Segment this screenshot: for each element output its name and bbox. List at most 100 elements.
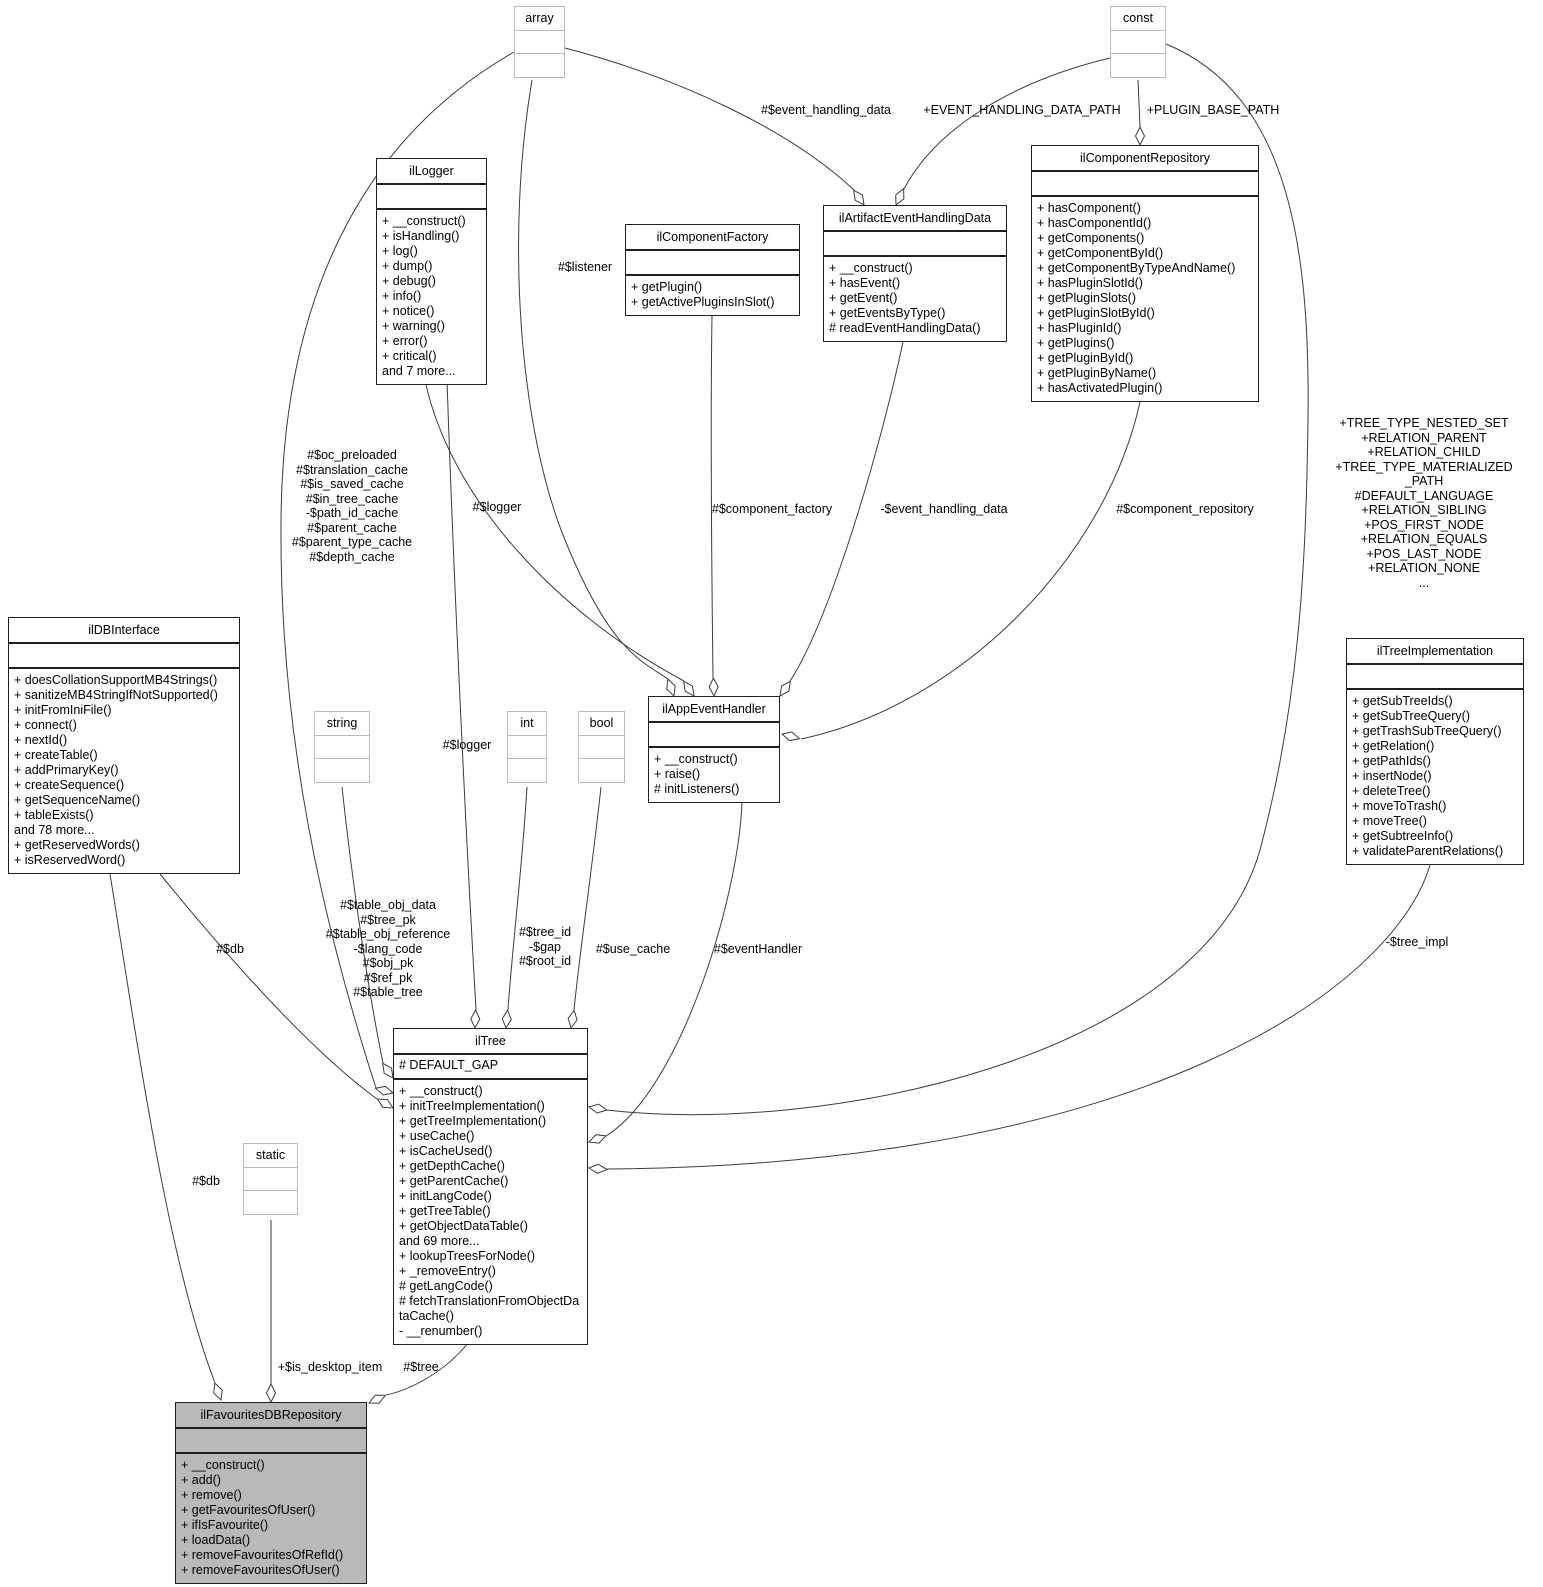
class-method: + __construct() <box>399 1084 483 1098</box>
attributes-compartment <box>626 251 799 276</box>
attributes-compartment <box>244 1168 297 1191</box>
class-box-string[interactable]: string <box>314 711 370 783</box>
edge-label-event_handler: #$eventHandler <box>713 942 803 956</box>
class-method: + getActivePluginsInSlot() <box>631 295 775 309</box>
class-box-array[interactable]: array <box>514 6 565 78</box>
aggregation-diamond-icon <box>265 1382 277 1404</box>
aggregation-diamond-icon <box>779 680 791 697</box>
class-box-ilComponentFactory[interactable]: ilComponentFactory+ getPlugin()+ getActi… <box>625 224 800 316</box>
edge-label-string_fields: #$table_obj_data #$tree_pk #$table_obj_r… <box>325 898 451 999</box>
edge-const-to-iltree <box>606 43 1309 1116</box>
class-method: + removeFavouritesOfUser() <box>181 1563 340 1577</box>
class-method: + __construct() <box>181 1458 265 1472</box>
class-box-const[interactable]: const <box>1110 6 1166 78</box>
edge-dbinterface-to-iltree <box>159 873 378 1100</box>
class-method: + getSubtreeInfo() <box>1352 829 1454 843</box>
class-box-ilFavouritesDBRepository[interactable]: ilFavouritesDBRepository+ __construct()+… <box>175 1402 367 1584</box>
class-box-ilComponentRepository[interactable]: ilComponentRepository+ hasComponent()+ h… <box>1031 145 1259 402</box>
class-method: + getPluginSlotById() <box>1037 306 1155 320</box>
methods-compartment <box>315 759 369 782</box>
class-method: + insertNode() <box>1352 769 1432 783</box>
class-box-ilArtifactEventHandlingData[interactable]: ilArtifactEventHandlingData+ __construct… <box>823 205 1007 342</box>
edge-appeventhandler-to-iltree <box>605 802 743 1137</box>
class-method: + getObjectDataTable() <box>399 1219 528 1233</box>
edge-illogger-to-iltree <box>446 379 477 1011</box>
edge-label-event_handling_data_arr: #$event_handling_data <box>761 103 891 117</box>
class-method: + initFromIniFile() <box>14 703 112 717</box>
class-method: + createSequence() <box>14 778 125 792</box>
class-method: # initListeners() <box>654 782 740 796</box>
class-box-ilTree[interactable]: ilTree# DEFAULT_GAP+ __construct()+ init… <box>393 1028 588 1345</box>
class-method: + hasComponentId() <box>1037 216 1152 230</box>
edge-label-tree_constants: +TREE_TYPE_NESTED_SET +RELATION_PARENT +… <box>1335 416 1513 590</box>
class-box-ilAppEventHandler[interactable]: ilAppEventHandler+ __construct()+ raise(… <box>648 696 780 803</box>
methods-compartment: + __construct()+ hasEvent()+ getEvent()+… <box>824 257 1006 341</box>
class-title: const <box>1111 7 1165 31</box>
edge-label-tree_impl: -$tree_impl <box>1385 935 1449 949</box>
attributes-compartment <box>1111 31 1165 54</box>
class-box-int[interactable]: int <box>507 711 547 783</box>
aggregation-diamond-icon <box>666 678 676 698</box>
class-method: + getDepthCache() <box>399 1159 505 1173</box>
class-method: + sanitizeMB4StringIfNotSupported() <box>14 688 218 702</box>
class-method: + debug() <box>382 274 436 288</box>
class-title: array <box>515 7 564 31</box>
aggregation-diamond-icon <box>376 1098 394 1109</box>
class-method: + isReservedWord() <box>14 853 126 867</box>
class-box-ilTreeImplementation[interactable]: ilTreeImplementation+ getSubTreeIds()+ g… <box>1346 638 1524 865</box>
class-box-ilDBInterface[interactable]: ilDBInterface+ doesCollationSupportMB4St… <box>8 617 240 874</box>
class-method: + lookupTreesForNode() <box>399 1249 536 1263</box>
methods-compartment <box>579 759 624 782</box>
methods-compartment: + getSubTreeIds()+ getSubTreeQuery()+ ge… <box>1347 690 1523 864</box>
edge-bool-to-iltree <box>573 786 602 1011</box>
class-method: + moveTree() <box>1352 814 1427 828</box>
class-method: + __construct() <box>654 752 738 766</box>
class-method: + getComponentById() <box>1037 246 1164 260</box>
class-method: + getEventsByType() <box>829 306 946 320</box>
class-method: + isCacheUsed() <box>399 1144 493 1158</box>
class-method: + _removeEntry() <box>399 1264 496 1278</box>
attributes-compartment <box>508 736 546 759</box>
edge-label-plugin_base_path: +PLUGIN_BASE_PATH <box>1146 103 1280 117</box>
class-box-bool[interactable]: bool <box>578 711 625 783</box>
edge-artifact-to-appeventhandler <box>789 341 904 682</box>
aggregation-diamond-icon <box>587 1103 608 1114</box>
edge-iltree-to-favourites <box>385 1342 469 1396</box>
class-method: + __construct() <box>829 261 913 275</box>
attributes-compartment <box>824 232 1006 257</box>
class-method: and 7 more... <box>382 364 456 378</box>
aggregation-diamond-icon <box>501 1008 512 1030</box>
aggregation-diamond-icon <box>853 189 865 206</box>
edge-factory-to-appeventhandler <box>710 315 714 679</box>
class-method: + getTrashSubTreeQuery() <box>1352 724 1502 738</box>
class-box-ilLogger[interactable]: ilLogger+ __construct()+ isHandling()+ l… <box>376 158 487 385</box>
class-title: ilComponentFactory <box>626 225 799 251</box>
class-method: + addPrimaryKey() <box>14 763 119 777</box>
attributes-compartment <box>9 644 239 669</box>
edge-label-logger_to_handler: #$logger <box>472 500 522 514</box>
class-title: ilLogger <box>377 159 486 185</box>
attributes-compartment <box>176 1429 366 1454</box>
class-method: + critical() <box>382 349 437 363</box>
class-box-static[interactable]: static <box>243 1143 298 1215</box>
class-method: + moveToTrash() <box>1352 799 1447 813</box>
class-method: + log() <box>382 244 418 258</box>
edge-label-component_repository: #$component_repository <box>1116 502 1254 516</box>
class-method: # readEventHandlingData() <box>829 321 981 335</box>
methods-compartment: + hasComponent()+ hasComponentId()+ getC… <box>1032 197 1258 401</box>
class-method: # getLangCode() <box>399 1279 493 1293</box>
class-method: + getPathIds() <box>1352 754 1431 768</box>
attributes-compartment <box>649 723 779 748</box>
edge-treeimpl-to-iltree <box>606 864 1431 1170</box>
class-method: + getComponentByTypeAndName() <box>1037 261 1236 275</box>
methods-compartment <box>515 54 564 77</box>
attributes-compartment <box>315 736 369 759</box>
aggregation-diamond-icon <box>708 676 719 698</box>
class-method: + getEvent() <box>829 291 898 305</box>
class-method: + hasPluginSlotId() <box>1037 276 1143 290</box>
class-method: + removeFavouritesOfRefId() <box>181 1548 344 1562</box>
class-title: int <box>508 712 546 736</box>
methods-compartment <box>1111 54 1165 77</box>
class-method: # fetchTranslationFromObjectDataCache() <box>399 1294 580 1323</box>
class-method: + nextId() <box>14 733 68 747</box>
